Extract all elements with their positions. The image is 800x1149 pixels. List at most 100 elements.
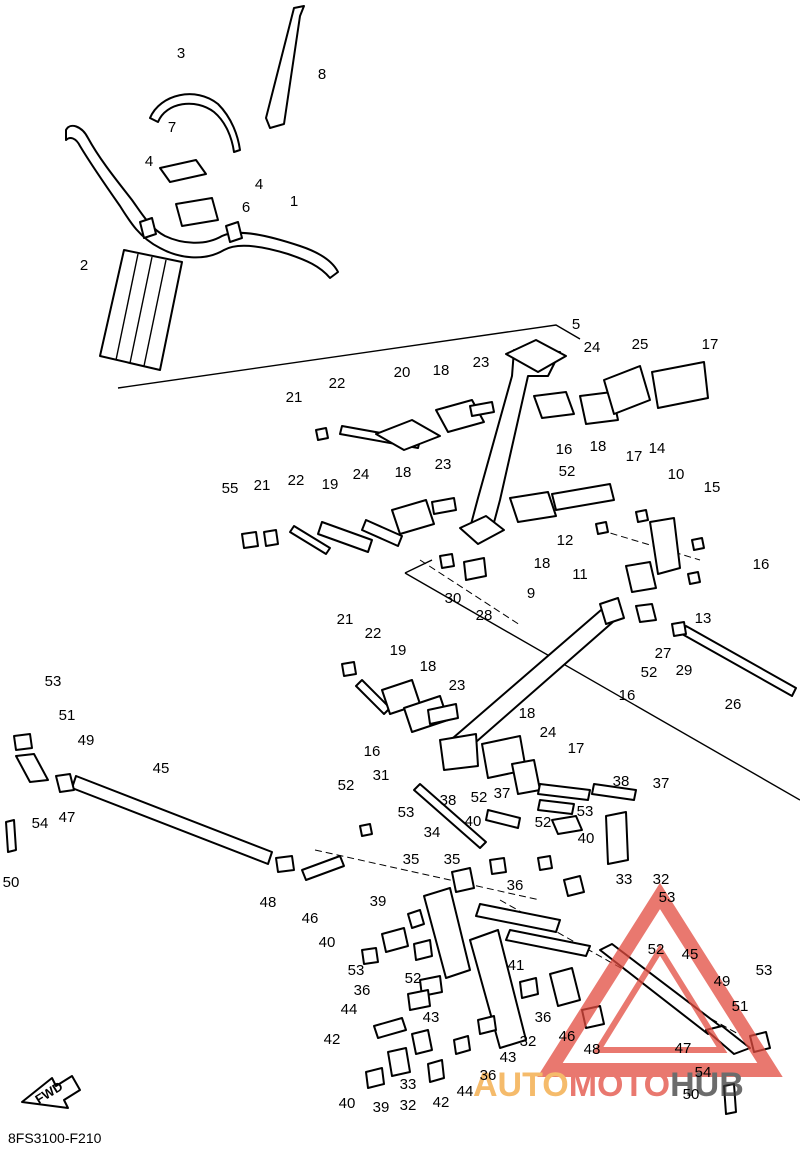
callout-c39a: 39 [370,893,387,910]
callout-c24c: 24 [540,724,557,741]
callout-c32a: 32 [653,871,670,888]
callout-c52g: 52 [648,941,665,958]
linkage-row-middle [241,483,705,585]
callout-c48b: 48 [584,1041,601,1058]
handlebar [65,124,339,279]
tie-rod-left-group [5,733,345,881]
callout-c16c: 16 [619,687,636,704]
long-bolt-8 [265,5,305,129]
callout-c19b: 19 [390,642,407,659]
callout-c54b: 54 [695,1064,712,1081]
watermark-word-a: AUTO [473,1066,569,1104]
callout-c39b: 39 [373,1099,390,1116]
handlebar-group [65,5,339,371]
callout-c21a: 21 [286,389,303,406]
callout-c37a: 37 [494,785,511,802]
callout-c53b: 53 [398,804,415,821]
rod-end-27 [635,603,657,623]
callout-c24b: 24 [353,466,370,483]
callout-c22a: 22 [329,375,346,392]
callout-c52a: 52 [559,463,576,480]
callout-c21c: 21 [337,611,354,628]
handlebar-holder [175,197,219,227]
callout-c17b: 17 [626,448,643,465]
callout-c16a: 16 [556,441,573,458]
callout-c2: 2 [80,257,88,274]
callout-c40c: 40 [319,934,336,951]
lower-arms [361,867,605,1089]
callout-c38a: 38 [440,792,457,809]
callout-c9: 9 [527,585,535,602]
callout-c32b: 32 [520,1033,537,1050]
callout-c1: 1 [290,193,298,210]
callout-c8: 8 [318,66,326,83]
linkage-row-upper [315,361,709,451]
callout-c11: 11 [572,566,588,583]
callout-c18d: 18 [534,555,551,572]
brake-hose [149,93,241,153]
linkage-row-lower [341,661,637,875]
callout-c36b: 36 [354,982,371,999]
callout-c7: 7 [168,119,176,136]
callout-c18e: 18 [420,658,437,675]
callout-c23a: 23 [473,354,490,371]
callout-c41: 41 [508,957,525,974]
tie-rod-45-left [71,775,273,865]
callout-c6: 6 [242,199,250,216]
callout-c55: 55 [222,480,239,497]
callout-c44a: 44 [341,1001,358,1018]
callout-c52b: 52 [641,664,658,681]
clamp-left [139,217,157,239]
callout-c33b: 33 [400,1076,417,1093]
callout-c18c: 18 [395,464,412,481]
callout-c36d: 36 [480,1067,497,1084]
arm-34 [423,887,471,979]
callout-c46a: 46 [302,910,319,927]
callout-c35b: 35 [444,851,461,868]
callout-c20: 20 [394,364,411,381]
callout-c42b: 42 [433,1094,450,1111]
callout-c26: 26 [725,696,742,713]
callout-c45b: 45 [682,946,699,963]
watermark-text: AUTOMOTOHUB [473,1066,744,1104]
callout-c51a: 51 [59,707,76,724]
callout-c53a: 53 [45,673,62,690]
watermark-logo: AUTOMOTOHUB [473,882,783,1104]
callout-c24a: 24 [584,339,601,356]
callout-c40d: 40 [339,1095,356,1112]
callout-c52e: 52 [535,814,552,831]
callout-c18b: 18 [590,438,607,455]
callout-c12: 12 [557,532,574,549]
column-top-plate [505,339,567,373]
bushing-11 [625,561,657,593]
callout-c22c: 22 [365,625,382,642]
callout-c45a: 45 [153,760,170,777]
callout-c47b: 47 [675,1040,692,1057]
callout-c37b: 37 [653,775,670,792]
callout-c49a: 49 [78,732,95,749]
callout-c23c: 23 [449,677,466,694]
rod-26 [681,625,797,697]
tie-rod-9 [445,603,623,757]
watermark-word-c: HUB [670,1066,744,1104]
callout-c44b: 44 [457,1083,474,1100]
callout-c19a: 19 [322,476,339,493]
callout-c43a: 43 [423,1009,440,1026]
callout-c3: 3 [177,45,185,62]
arm-32 [469,929,527,1049]
clamp-right [225,221,243,243]
callout-c53e: 53 [348,962,365,979]
callout-c53f: 53 [756,962,773,979]
callout-c49b: 49 [714,973,731,990]
watermark-word-b: MOTO [569,1066,670,1104]
callout-c33a: 33 [616,871,633,888]
callout-c30: 30 [445,590,462,607]
callout-c53d: 53 [659,889,676,906]
callout-c4b: 4 [255,176,263,193]
callout-c34: 34 [424,824,441,841]
callout-c40b: 40 [578,830,595,847]
callout-c36a: 36 [507,877,524,894]
callout-c23b: 23 [435,456,452,473]
callout-c53c: 53 [577,803,594,820]
